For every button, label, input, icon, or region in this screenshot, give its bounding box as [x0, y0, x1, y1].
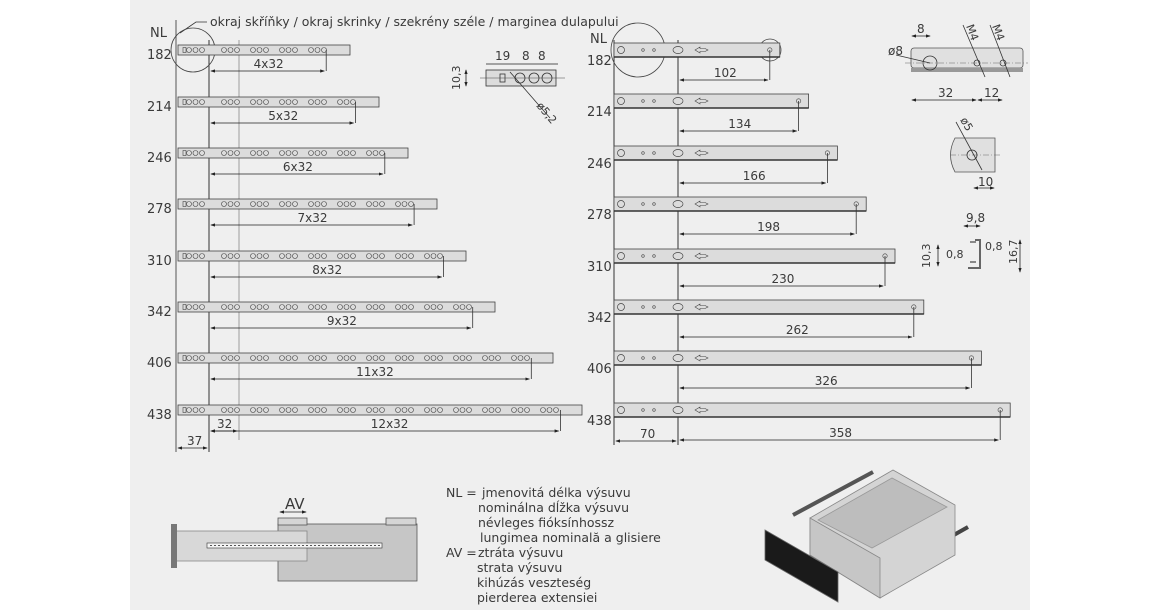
rail-dim: 166 [743, 169, 766, 183]
dim-8b: 8 [538, 49, 546, 63]
rail-profile-detail: 9,8 10,3 0,8 0,8 16,7 [920, 211, 1022, 273]
nl-label-left: NL [150, 26, 168, 41]
legend-nl-line: lungimea nominală a glisiere [480, 530, 661, 545]
nl-value: 406 [147, 356, 172, 371]
hole-5: ø5 [957, 115, 975, 133]
left-rail-row: 438 12x32 [147, 404, 583, 433]
rail-dim: 230 [772, 272, 795, 286]
nl-value: 246 [587, 157, 612, 172]
dim-12: 12 [984, 86, 999, 100]
hole-pattern-detail: 19 8 8 ø5,2 10,3 [450, 49, 565, 126]
nl-value: 438 [147, 408, 172, 423]
rail-dim: 6x32 [283, 160, 313, 174]
right-rail-row: 406 326 [587, 350, 982, 390]
av-label: AV [285, 495, 305, 513]
legend-nl-line: nominálna dĺžka výsuvu [478, 500, 629, 515]
rail-side-detail: ø5 10 [950, 115, 1000, 190]
legend-nl-line: névleges fióksínhossz [478, 515, 615, 530]
right-rail-row: 310 230 [587, 248, 896, 288]
rail-dim: 9x32 [327, 314, 357, 328]
right-rail-row: 342 262 [587, 299, 925, 339]
profile-h2: 16,7 [1007, 240, 1020, 265]
profile-width: 9,8 [966, 211, 985, 225]
drawer-front-panel [764, 529, 839, 603]
legend: NL = jmenovitá délka výsuvu nominálna dĺ… [446, 485, 661, 605]
nl-value: 278 [147, 202, 172, 217]
left-rail-row: 342 9x32 [147, 301, 496, 330]
right-rail-row: 438 358 [587, 402, 1011, 442]
nl-label-right: NL [590, 32, 608, 47]
nl-value: 438 [587, 414, 612, 429]
nl-value: 278 [587, 208, 612, 223]
legend-av-line: strata výsuvu [477, 560, 562, 575]
legend-av-prefix: AV = [446, 545, 477, 560]
left-rail-row: 182 4x32 [147, 44, 351, 73]
edge-caption: okraj skříňky / okraj skrinky / szekrény… [210, 14, 619, 29]
drawer-illustration [764, 469, 969, 603]
left-rail-row: 278 7x32 [147, 198, 438, 227]
right-rail-row: 214 134 [587, 93, 810, 133]
left-pitch-dim: 32 [217, 417, 232, 431]
dim-8a: 8 [522, 49, 530, 63]
left-rail-row: 310 8x32 [147, 250, 467, 279]
av-diagram: AV [171, 495, 418, 582]
nl-value: 246 [147, 151, 172, 166]
rail-end-detail: 8 ø8 M4 M4 32 12 [888, 22, 1028, 102]
legend-nl-prefix: NL = [446, 485, 477, 500]
rail-dim: 12x32 [371, 417, 409, 431]
right-rail-row: 246 166 [587, 145, 838, 185]
dim-32: 32 [938, 86, 953, 100]
rail-dim: 198 [757, 220, 780, 234]
rail-dim: 8x32 [312, 263, 342, 277]
left-rail-section: NL okraj skříňky / okraj skrinky / szekr… [147, 14, 619, 452]
profile-t1: 0,8 [946, 248, 964, 261]
height-dim: 10,3 [450, 66, 463, 91]
rail-dim: 134 [728, 117, 751, 131]
rail-dim: 358 [829, 426, 852, 440]
right-rail-section: NL 182 102 214 134 246 166 278 198 310 230 342 262 4… [587, 22, 1011, 445]
dim-10: 10 [978, 175, 993, 189]
nl-value: 182 [587, 54, 612, 69]
left-rail-row: 246 6x32 [147, 147, 409, 176]
rail-dim: 4x32 [254, 57, 284, 71]
nl-value: 406 [587, 362, 612, 377]
rail-dim: 326 [815, 374, 838, 388]
dim-19: 19 [495, 49, 510, 63]
profile-t2: 0,8 [985, 240, 1003, 253]
right-offset-dim: 70 [640, 427, 655, 441]
left-offset-dim: 37 [187, 434, 202, 448]
rail-dim: 11x32 [356, 365, 394, 379]
legend-nl-line: jmenovitá délka výsuvu [481, 485, 631, 500]
left-rail-row: 406 11x32 [147, 352, 554, 381]
rail-dim: 102 [714, 66, 737, 80]
hole-dia: ø5,2 [534, 100, 560, 127]
left-rail-row: 214 5x32 [147, 96, 380, 125]
right-rail-row: 278 198 [587, 196, 867, 236]
right-rail-row: 182 102 [587, 42, 781, 82]
nl-value: 342 [147, 305, 172, 320]
hole-8: ø8 [888, 44, 903, 58]
nl-value: 214 [147, 100, 172, 115]
rail-dim: 5x32 [268, 109, 298, 123]
nl-value: 182 [147, 48, 172, 63]
legend-av-line: ztráta výsuvu [478, 545, 563, 560]
dim-8: 8 [917, 22, 925, 36]
m4-b: M4 [989, 23, 1007, 43]
nl-value: 310 [147, 254, 172, 269]
rail-dim: 262 [786, 323, 809, 337]
nl-value: 214 [587, 105, 612, 120]
nl-value: 310 [587, 260, 612, 275]
profile-h1: 10,3 [920, 244, 933, 269]
legend-av-line: pierderea extensiei [477, 590, 597, 605]
rail-dim: 7x32 [298, 211, 328, 225]
legend-av-line: kihúzás veszteség [477, 575, 591, 590]
nl-value: 342 [587, 311, 612, 326]
m4-a: M4 [963, 23, 981, 43]
